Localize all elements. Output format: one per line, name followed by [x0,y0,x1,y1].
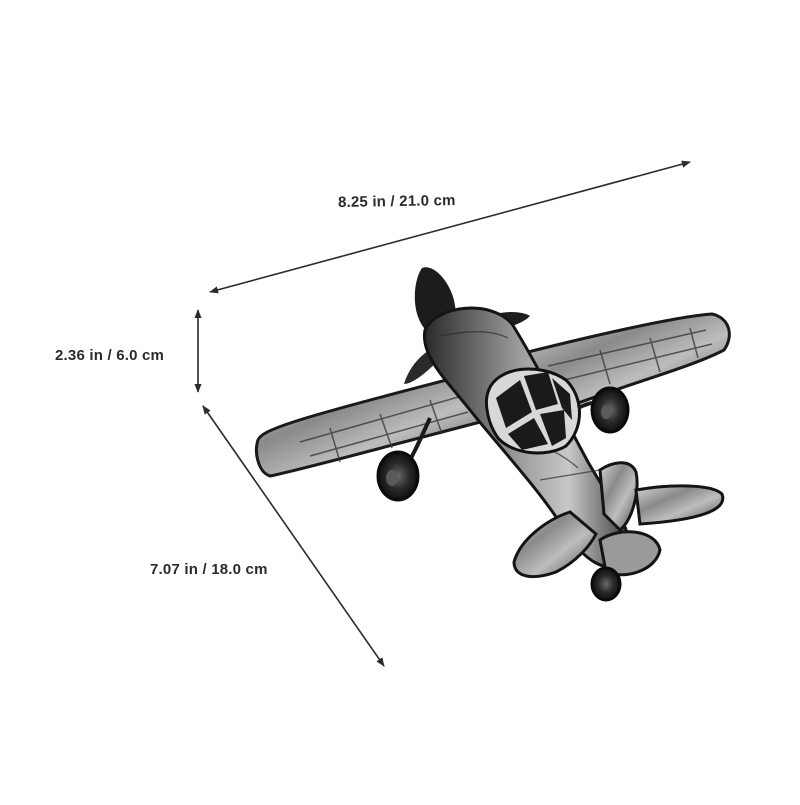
tail-fin [598,461,639,533]
airplane-model-icon [255,267,731,602]
cockpit-canopy [484,367,581,455]
left-wheel [376,450,420,502]
height-dimension-label: 2.36 in / 6.0 cm [55,347,165,364]
width-dimension-arrow [209,160,691,294]
right-wheel [590,386,630,434]
depth-dimension-label: 7.07 in / 18.0 cm [150,561,268,578]
depth-dimension-arrow [202,405,385,667]
right-stabilizer [634,484,725,526]
tail-wheel [590,566,622,602]
width-dimension-label: 8.25 in / 21.0 cm [337,191,456,212]
left-stabilizer [512,510,598,579]
tail-cone [598,530,662,577]
